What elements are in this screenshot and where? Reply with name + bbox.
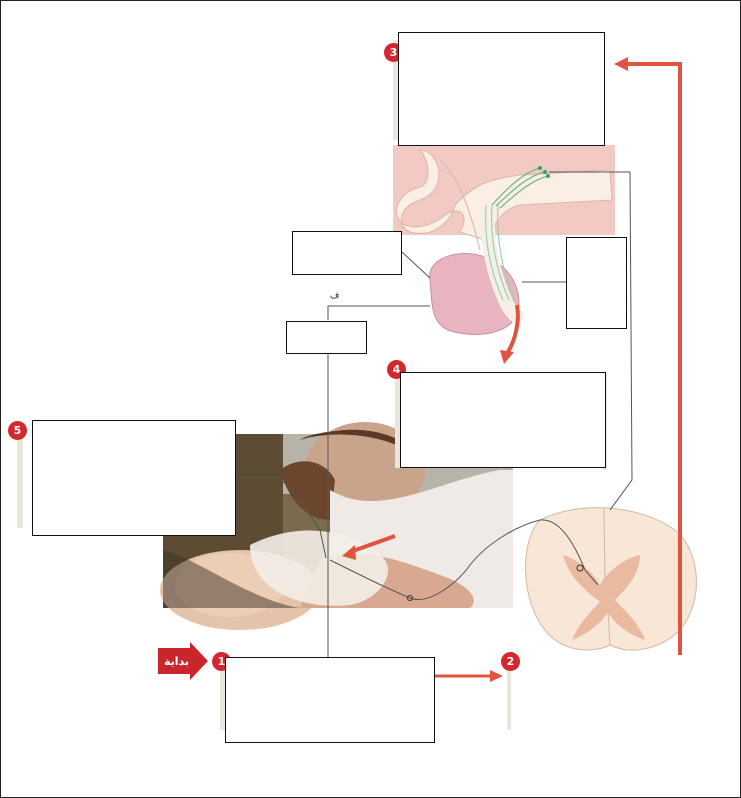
answer-box-3[interactable]: [398, 32, 605, 146]
answer-box-small[interactable]: [286, 321, 367, 354]
spinal-cord-section: [526, 508, 697, 650]
hypothalamus-illustration: [393, 145, 615, 250]
start-label: بداية: [158, 644, 210, 678]
answer-box-pituitary-left[interactable]: [292, 231, 402, 275]
step-badge-2: 2: [501, 652, 520, 671]
step-arrow-1-to-2: [434, 670, 503, 682]
answer-box-5[interactable]: [32, 420, 236, 536]
small-label: ف: [330, 291, 339, 301]
answer-box-4[interactable]: [400, 372, 606, 468]
step-badge-5: 5: [8, 421, 27, 440]
answer-box-pituitary-right[interactable]: [566, 237, 627, 329]
answer-box-1[interactable]: [225, 657, 435, 743]
